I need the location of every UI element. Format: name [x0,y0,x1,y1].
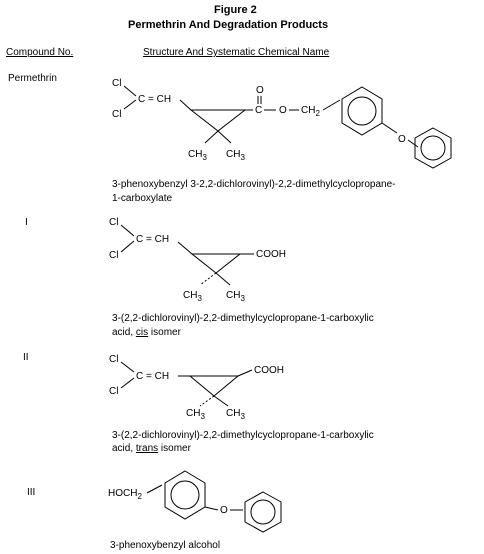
isomer-cis: cis [135,327,149,338]
compound-ii-name-line2: acid, trans isomer [112,443,191,455]
structure-compound-ii: Cl Cl C = CH COOH CH3 CH3 [109,354,284,421]
bond [146,484,163,494]
compound-label-ii: II [23,352,29,363]
methyl: CH3 [183,290,202,303]
compound-i-name-line2: acid, cis isomer [112,327,181,339]
aromatic-circle [420,135,446,161]
methylene: CH2 [301,105,320,118]
cyclopropane-ring [190,253,242,274]
figure-title: Figure 2 [214,4,257,16]
compound-i-name-line1: 3-(2,2-dichlorovinyl)-2,2-dimethylcyclop… [112,313,374,324]
structure-compound-i: Cl Cl C = CH COOH CH3 CH3 [109,217,286,303]
compound-label-permethrin: Permethrin [8,73,57,84]
name-text: acid, [112,327,136,338]
benzene-ring [341,86,383,136]
bond [237,369,253,377]
cyclopropane-ring [189,109,247,132]
bond [213,395,229,407]
vinyl-group: C = CH [136,234,169,245]
aromatic-circle [250,499,276,525]
header-compound-no: Compound No. [6,47,74,58]
compound-ii-name-line1: 3-(2,2-dichlorovinyl)-2,2-dimethylcyclop… [112,430,374,441]
methyl: CH3 [226,149,245,162]
atom-cl: Cl [112,78,121,89]
structure-permethrin: Cl Cl C = CH CH3 CH3 O C O CH2 O [112,78,452,169]
atom-o: O [279,105,287,116]
methyl: CH3 [188,149,207,162]
atom-cl: Cl [109,354,118,365]
header-structure-name: Structure And Systematic Chemical Name [143,47,330,58]
aromatic-circle [347,96,377,126]
aromatic-circle [170,480,200,510]
permethrin-name-line2: 1-carboxylate [112,193,173,204]
atom-cl: Cl [112,109,121,120]
bond [217,130,232,144]
carboxyl-group: COOH [256,249,286,260]
bond [123,85,137,97]
bond [215,272,231,286]
vinyl-group: C = CH [136,371,169,382]
benzene-ring [164,470,206,520]
methyl: CH3 [186,408,205,421]
atom-c: C [255,105,262,116]
atom-cl: Cl [109,386,118,397]
bond [204,506,219,511]
atom-o: O [256,85,264,96]
methyl: CH3 [226,408,245,421]
compound-label-i: I [25,217,28,228]
hydroxymethyl-group: HOCH2 [108,488,142,501]
carboxyl-group: COOH [254,365,284,376]
compound-iii-name: 3-phenoxybenzyl alcohol [110,540,221,551]
bond [381,122,398,134]
bond [123,99,137,110]
atom-o: O [220,505,228,516]
bond [120,361,135,373]
hashed-bond [199,395,215,407]
vinyl-group: C = CH [138,94,171,105]
benzene-ring [244,491,282,533]
bond [204,130,219,144]
methyl: CH3 [226,290,245,303]
structure-compound-iii: HOCH2 O [108,470,282,533]
cyclopropane-ring [188,375,240,397]
isomer-trans: trans [135,443,159,454]
atom-o: O [398,134,406,145]
compound-label-iii: III [27,487,36,498]
atom-cl: Cl [109,250,118,261]
benzene-ring [414,127,452,169]
bond [407,139,419,148]
bond [120,377,135,389]
permethrin-name-line1: 3-phenoxybenzyl 3-2,2-dichlorovinyl)-2,2… [112,179,396,190]
bond [177,241,193,255]
bond [179,99,192,111]
bond [120,224,135,237]
bond [120,240,135,253]
hashed-bond [199,272,217,286]
figure-subtitle: Permethrin And Degradation Products [128,19,329,31]
name-text: isomer [158,443,191,454]
name-text: acid, [112,443,136,454]
name-text: isomer [148,327,181,338]
bond [322,99,341,111]
atom-cl: Cl [109,217,118,228]
